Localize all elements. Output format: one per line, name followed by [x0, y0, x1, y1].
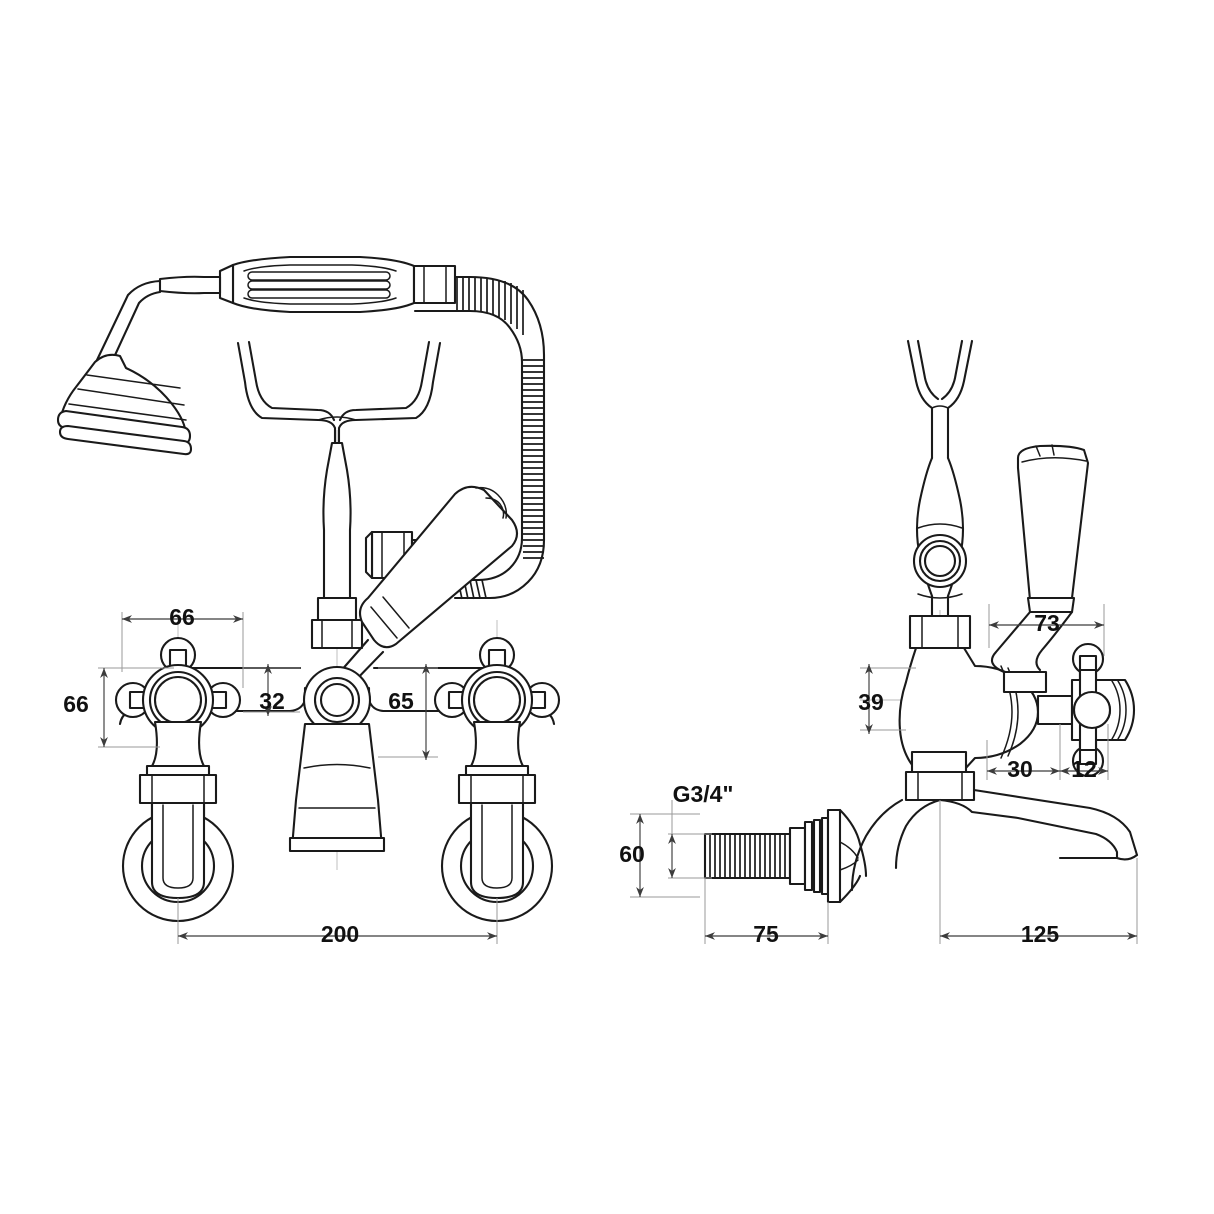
diverter-lever [338, 485, 519, 686]
threaded-tail-side [703, 808, 868, 904]
front-view: 66 66 32 65 200 [56, 255, 561, 947]
shower-hose [413, 275, 546, 600]
thread-hatching [709, 835, 786, 877]
right-crosshead-handle [433, 636, 561, 923]
dim-12-label: 12 [1071, 756, 1097, 782]
handset-cradle [236, 340, 442, 445]
dim-200-label: 200 [321, 921, 359, 947]
hose-ribs-vertical [523, 359, 544, 559]
center-spout-base [288, 722, 386, 853]
dim-30-label: 30 [1007, 756, 1033, 782]
dim-66-left-label: 66 [63, 691, 89, 717]
dim-39-label: 39 [858, 689, 884, 715]
dim-66-top-label: 66 [169, 604, 195, 630]
hose-ribs-upper [456, 278, 524, 335]
dim-73-label: 73 [1034, 610, 1060, 636]
dim-60-label: 60 [619, 841, 645, 867]
left-crosshead-handle [114, 636, 242, 923]
side-dimensions: 73 39 30 12 G3/4" 60 [619, 604, 1138, 947]
shower-handset [158, 255, 457, 314]
spout-side [850, 788, 1139, 892]
dim-g34-label: G3/4" [673, 781, 734, 807]
diverter-boss [302, 665, 372, 735]
handset-cradle-side [906, 339, 974, 618]
dim-32-label: 32 [259, 688, 285, 714]
dim-65-label: 65 [388, 688, 414, 714]
lever-handle-side [990, 444, 1090, 694]
front-dimensions: 66 66 32 65 200 [63, 604, 498, 947]
center-riser [310, 441, 364, 650]
dim-125-label: 125 [1021, 921, 1060, 947]
shower-rose [56, 353, 193, 456]
side-view: 73 39 30 12 G3/4" 60 [619, 339, 1139, 947]
dim-75-label: 75 [753, 921, 779, 947]
handset-neck [95, 279, 162, 368]
